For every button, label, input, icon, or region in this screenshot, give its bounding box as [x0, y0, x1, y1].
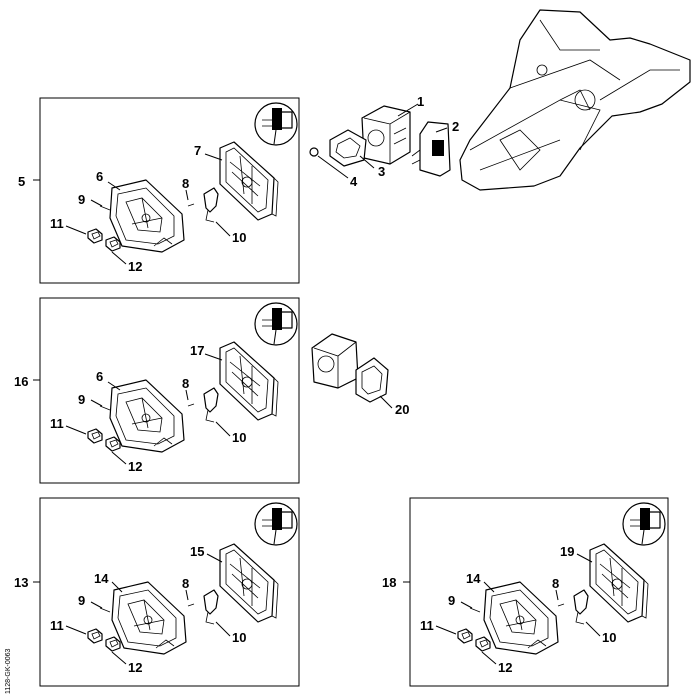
callout-2: 2	[452, 119, 459, 134]
callout-10b: 10	[232, 430, 246, 445]
callout-1: 1	[417, 94, 424, 109]
callout-6: 6	[96, 169, 103, 184]
kit-box-16: 16 17 6 8 9 10 11 12	[14, 297, 300, 484]
callout-19: 19	[560, 544, 574, 559]
callout-7: 7	[194, 143, 201, 158]
callout-12c: 12	[128, 660, 142, 675]
kit-box-5: 5 7 6 8 9 10 11 12	[18, 97, 300, 284]
callout-3: 3	[378, 164, 385, 179]
callout-9c: 9	[78, 593, 85, 608]
callout-9: 9	[78, 192, 85, 207]
callout-8: 8	[182, 176, 189, 191]
callout-12b: 12	[128, 459, 142, 474]
callout-8c: 8	[182, 576, 189, 591]
callout-9d: 9	[448, 593, 455, 608]
callout-16: 16	[14, 374, 28, 389]
callout-4: 4	[350, 174, 358, 189]
callout-13: 13	[14, 575, 28, 590]
kit-box-18: 18 19 14 8 9 10 11 12	[382, 497, 669, 687]
main-assembly: 1 2 3 4	[309, 9, 691, 191]
callout-11d: 11	[420, 618, 434, 633]
callout-8d: 8	[552, 576, 559, 591]
nut-part-4	[309, 147, 319, 157]
callout-8b: 8	[182, 376, 189, 391]
callout-5: 5	[18, 174, 25, 189]
callout-10c: 10	[232, 630, 246, 645]
gasket-part	[329, 129, 367, 167]
kit-box-13: 13 15 14 8 9 10 11 12	[14, 497, 300, 687]
intake-part	[411, 121, 451, 177]
callout-12d: 12	[498, 660, 512, 675]
callout-18: 18	[382, 575, 396, 590]
callout-14: 14	[94, 571, 109, 586]
callout-6b: 6	[96, 369, 103, 384]
carburetor-part	[361, 105, 411, 165]
callout-20: 20	[395, 402, 409, 417]
callout-14d: 14	[466, 571, 481, 586]
carburetor-20-group: 20	[311, 333, 409, 417]
callout-17: 17	[190, 343, 204, 358]
callout-15: 15	[190, 544, 204, 559]
callout-10d: 10	[602, 630, 616, 645]
callout-11: 11	[50, 216, 64, 231]
callout-11c: 11	[50, 618, 64, 633]
callout-9b: 9	[78, 392, 85, 407]
callout-10: 10	[232, 230, 246, 245]
callout-11b: 11	[50, 416, 64, 431]
drawing-code: 1128-GK-0063	[5, 648, 12, 694]
callout-12: 12	[128, 259, 142, 274]
